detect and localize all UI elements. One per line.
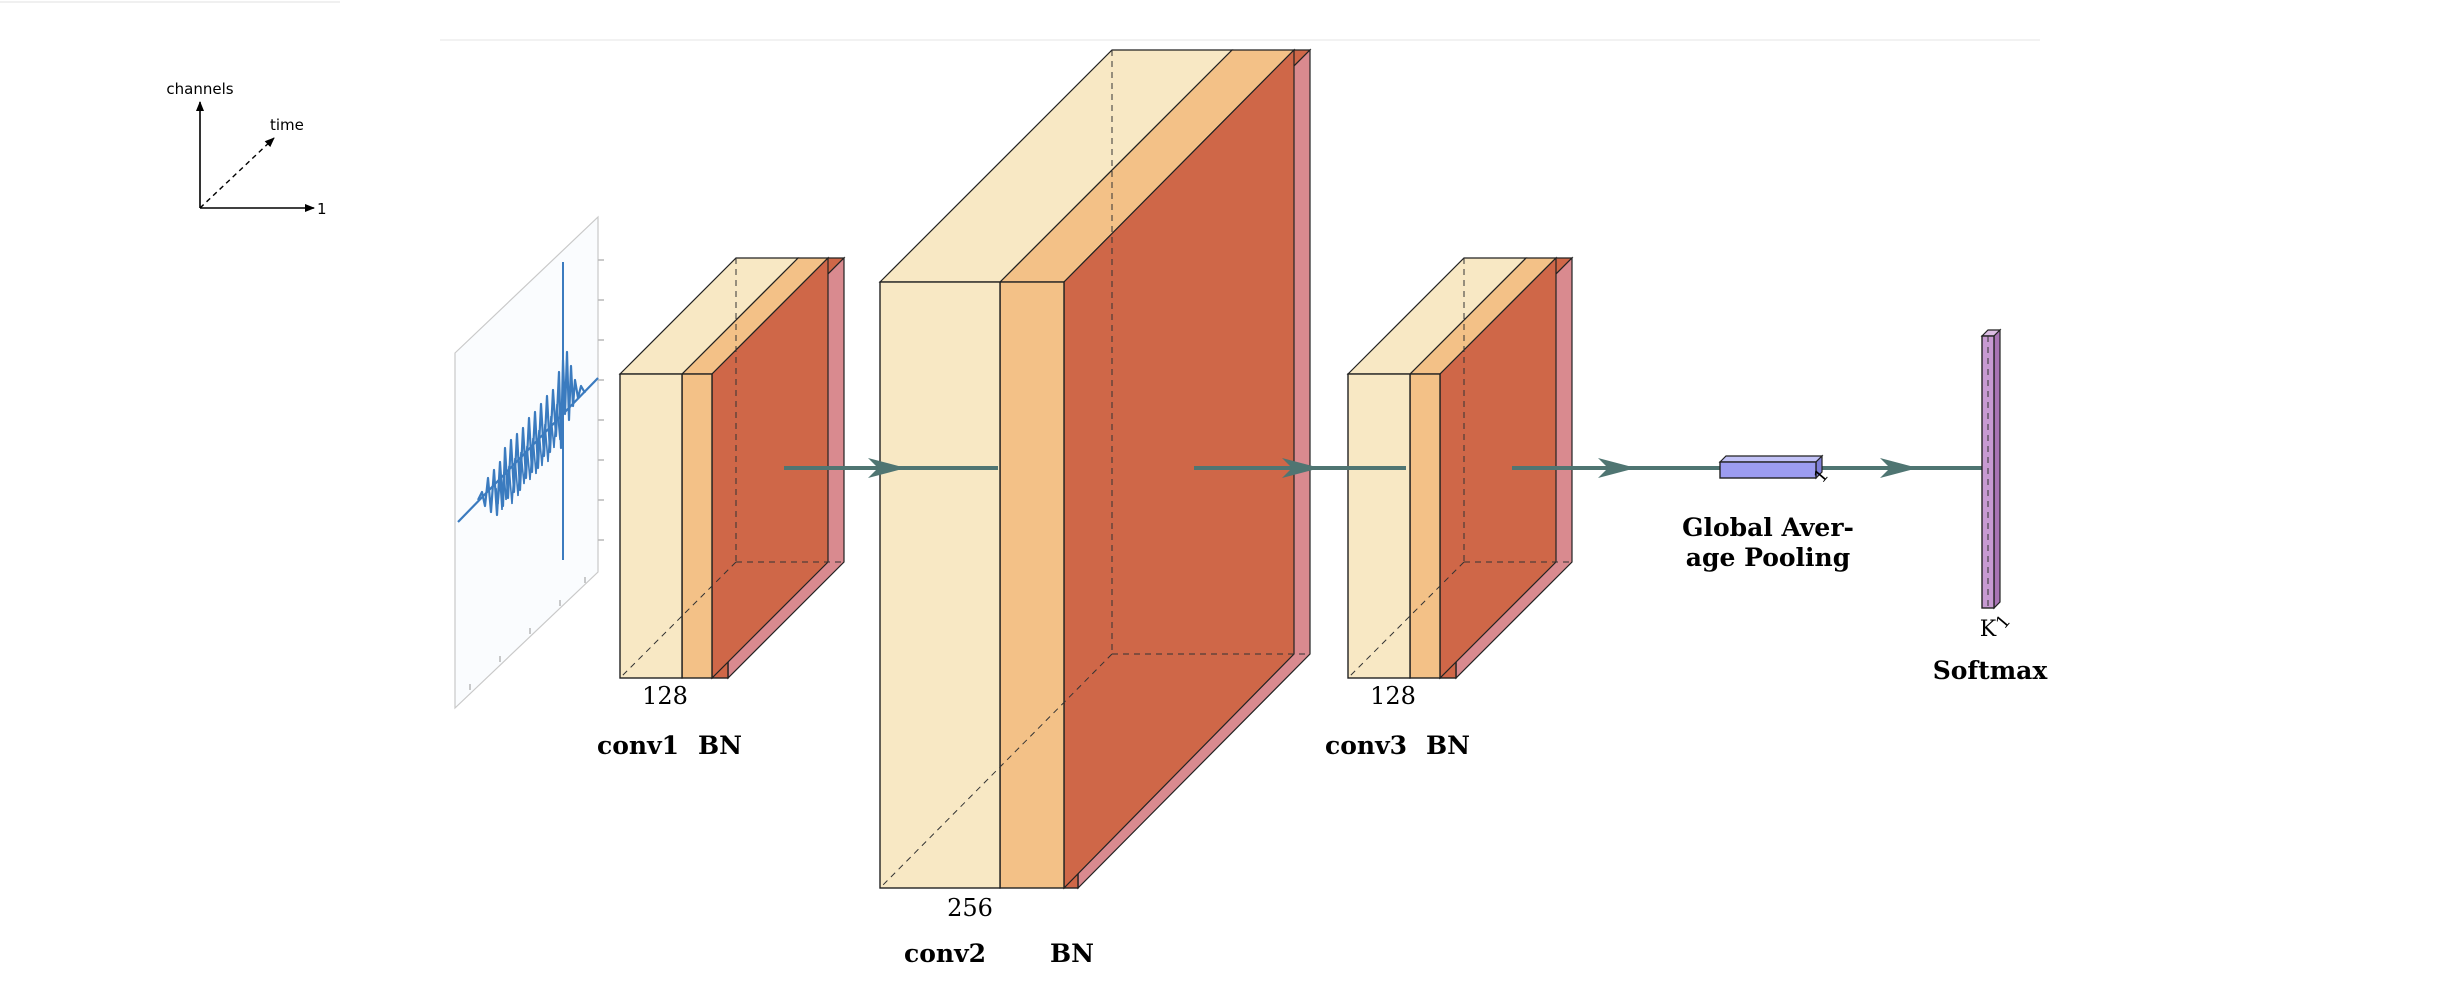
softmax-k-label: K <box>1980 617 1997 642</box>
flow-arrows <box>784 458 1982 478</box>
arrow-head-3 <box>1598 458 1636 478</box>
gap-block: 1 Global Aver- age Pooling <box>1682 454 1854 572</box>
softmax-label: Softmax <box>1933 656 2049 685</box>
conv2-size-label: 256 <box>947 894 993 922</box>
axis-channels-label: channels <box>166 80 233 98</box>
axis-time <box>199 137 275 209</box>
axis-time-label: time <box>270 116 304 134</box>
gap-label-line2: age Pooling <box>1686 543 1850 572</box>
axis-one-label: 1 <box>317 200 327 218</box>
conv3-block: 128 conv3 BN <box>1325 256 1574 760</box>
conv2-block: 256 conv2 BN <box>878 48 1312 968</box>
signal-plot-ticks <box>469 259 604 690</box>
conv2-label: conv2 <box>904 939 986 968</box>
input-signal-plot <box>454 215 604 710</box>
conv1-label: conv1 <box>597 731 679 760</box>
arrow-head-1 <box>868 458 906 478</box>
gap-label-line1: Global Aver- <box>1682 513 1854 542</box>
conv1-size-label: 128 <box>642 682 688 710</box>
conv1-bn-label: BN <box>698 731 742 760</box>
signal-waveform-dense <box>495 403 561 511</box>
conv3-label: conv3 <box>1325 731 1407 760</box>
softmax-block: K 1 Softmax <box>1933 328 2049 685</box>
conv3-size-label: 128 <box>1370 682 1416 710</box>
conv3-bn-label: BN <box>1426 731 1470 760</box>
arrow-head-2 <box>1282 458 1320 478</box>
arrow-head-4 <box>1880 458 1918 478</box>
axes-legend: channels time 1 <box>166 80 326 218</box>
conv1-block: 128 conv1 BN <box>597 256 846 760</box>
conv2-bn-label: BN <box>1050 939 1094 968</box>
